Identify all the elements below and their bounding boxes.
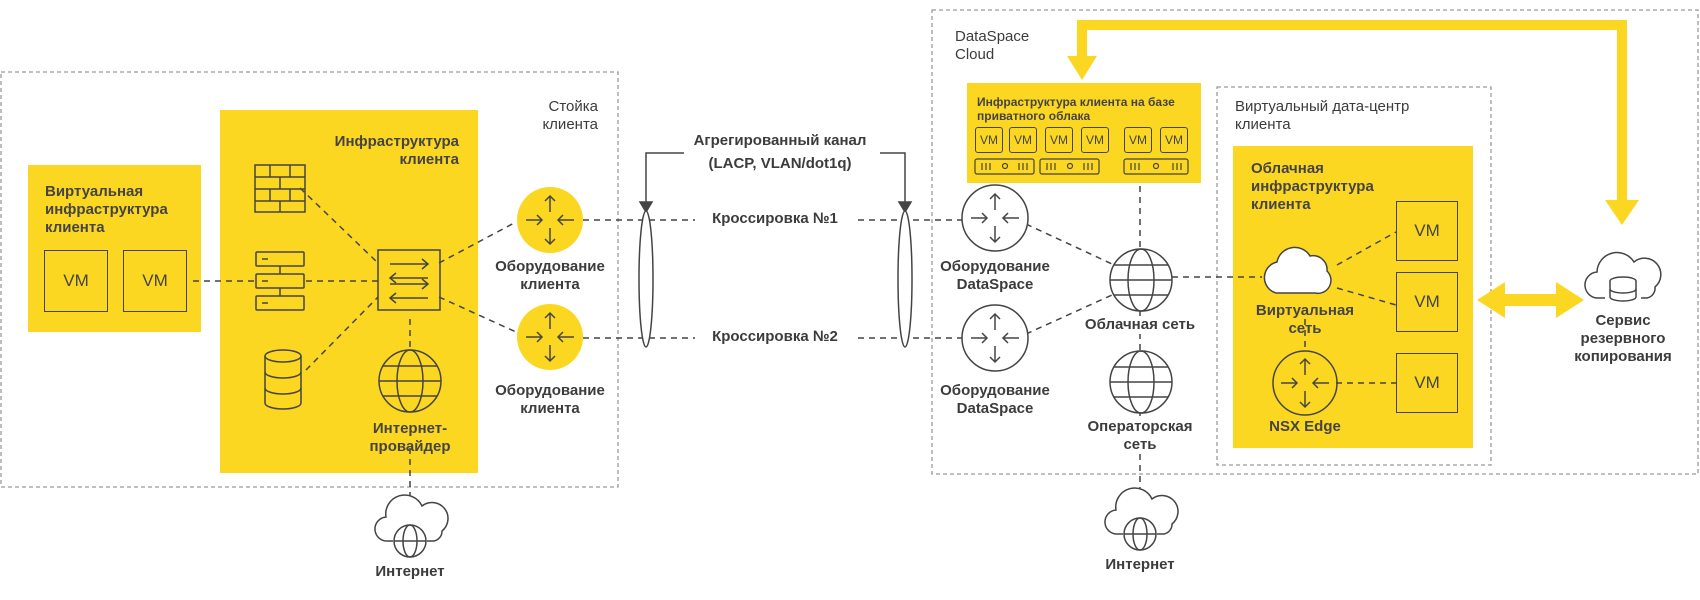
client-rack-title-line: клиента xyxy=(542,116,598,133)
client-rack-title-line: Стойка xyxy=(548,98,599,115)
backup-flow-arrow xyxy=(1067,20,1639,225)
dataspace-equipment-line: Оборудование xyxy=(940,258,1050,275)
dataspace-equipment-line: Оборудование xyxy=(940,382,1050,399)
internet-label-left: Интернет xyxy=(375,563,445,580)
firewall-icon xyxy=(254,164,306,213)
backup-service-label: Сервис резервного копирования xyxy=(1550,312,1696,366)
dataspace-equipment-line: DataSpace xyxy=(956,276,1034,293)
virtual-dc-label: Виртуальный дата-центр клиента xyxy=(1235,98,1475,134)
client-equipment-line: Оборудование xyxy=(495,258,605,275)
backup-service-line: резервного xyxy=(1580,330,1666,347)
client-infra-line: Инфраструктура xyxy=(334,133,459,150)
aggregation-brackets xyxy=(638,152,913,214)
nsx-edge-label: NSX Edge xyxy=(1269,418,1341,435)
vm-box: VM xyxy=(1124,127,1152,153)
router-icon-nsx-edge xyxy=(1272,350,1338,416)
virtual-infra-label: Виртуальная инфраструктура клиента xyxy=(45,183,195,237)
router-icon-dataspace-1 xyxy=(961,184,1029,252)
router-icon-dataspace-2 xyxy=(961,304,1029,372)
aggregated-channel-label: Агрегированный канал (LACP, VLAN/dot1q) xyxy=(660,132,900,173)
virtual-dc-line: Виртуальный дата-центр xyxy=(1235,98,1410,115)
cloud-network-label: Облачная сеть xyxy=(1070,316,1210,334)
client-rack-title: Стойка клиента xyxy=(480,98,598,134)
lacp-ellipse-right xyxy=(897,210,913,348)
dataspace-cloud-title-line: Cloud xyxy=(955,46,995,63)
cloud-infra-line: Облачная xyxy=(1251,160,1324,177)
backup-service-line: копирования xyxy=(1574,348,1672,365)
client-infra-line: клиента xyxy=(399,151,459,168)
cloud-infra-label: Облачная инфраструктура клиента xyxy=(1251,160,1401,214)
operator-network-line: Операторская xyxy=(1087,418,1193,435)
virtual-infra-line: инфраструктура xyxy=(45,201,168,218)
server-icon xyxy=(255,251,305,311)
dataspace-equipment-line: DataSpace xyxy=(956,400,1034,417)
dataspace-cloud-frame xyxy=(931,9,1699,475)
globe-icon-operator xyxy=(1109,350,1173,414)
client-equipment-2-label: Оборудование клиента xyxy=(478,382,622,418)
isp-label: Интернет- провайдер xyxy=(340,420,480,456)
dataspace-equipment-1-label: Оборудование DataSpace xyxy=(925,258,1065,294)
virtual-dc-frame xyxy=(1216,86,1492,466)
vm-box: VM xyxy=(975,127,1003,153)
isp-line: провайдер xyxy=(369,438,451,455)
vm-box: VM xyxy=(1045,127,1073,153)
globe-icon-isp xyxy=(378,349,442,413)
operator-network-line: сеть xyxy=(1123,436,1157,453)
vm-box: VM xyxy=(1396,201,1458,261)
cross-connect-2-label: Кроссировка №2 xyxy=(695,328,855,346)
lacp-ellipse-left xyxy=(638,210,654,348)
client-equipment-line: клиента xyxy=(520,400,580,417)
virtual-network-line: Виртуальная xyxy=(1255,302,1355,319)
virtual-network-line: сеть xyxy=(1288,320,1322,337)
client-equipment-1-label: Оборудование клиента xyxy=(478,258,622,294)
isp-line: Интернет- xyxy=(372,420,448,437)
vm-box: VM xyxy=(1396,353,1458,413)
cloud-infra-line: клиента xyxy=(1251,196,1311,213)
router-icon-client-1 xyxy=(517,187,583,253)
virtual-network-label: Виртуальная сеть xyxy=(1240,302,1370,338)
dataspace-equipment-2-label: Оборудование DataSpace xyxy=(925,382,1065,418)
vm-box: VM xyxy=(1081,127,1109,153)
database-icon xyxy=(264,349,302,410)
cross-connect-1-label: Кроссировка №1 xyxy=(695,210,855,228)
vm-box: VM xyxy=(1396,272,1458,332)
cloud-icon xyxy=(1263,246,1332,295)
client-infra-label: Инфраструктура клиента xyxy=(300,133,459,169)
cloud-infra-line: инфраструктура xyxy=(1251,178,1374,195)
virtual-infra-line: Виртуальная xyxy=(45,183,144,200)
client-infra-panel xyxy=(220,110,478,473)
double-arrow-icon xyxy=(1477,282,1584,318)
dataspace-cloud-title: DataSpace Cloud xyxy=(955,28,1075,64)
private-cloud-label: Инфраструктура клиента на базе приватног… xyxy=(977,95,1199,123)
vm-box: VM xyxy=(123,250,187,312)
virtual-dc-line: клиента xyxy=(1235,116,1291,133)
vm-box: VM xyxy=(1160,127,1188,153)
client-equipment-line: клиента xyxy=(520,276,580,293)
router-icon-client-2 xyxy=(517,304,583,370)
switch-icon xyxy=(377,249,441,311)
operator-network-label: Операторская сеть xyxy=(1070,418,1210,454)
aggregated-channel-line: Агрегированный канал xyxy=(693,132,867,149)
globe-icon-cloud-network xyxy=(1109,248,1173,312)
private-cloud-line: приватного облака xyxy=(977,109,1091,123)
server-icon-private xyxy=(974,158,1189,175)
cloud-database-icon xyxy=(1584,251,1662,302)
dataspace-cloud-title-line: DataSpace xyxy=(955,28,1030,45)
private-cloud-line: Инфраструктура клиента на базе xyxy=(977,95,1175,109)
client-equipment-line: Оборудование xyxy=(495,382,605,399)
aggregated-channel-line: (LACP, VLAN/dot1q) xyxy=(708,155,852,172)
virtual-infra-line: клиента xyxy=(45,219,105,236)
cloud-globe-icon-right xyxy=(1104,487,1179,551)
backup-service-line: Сервис xyxy=(1595,312,1651,329)
cloud-globe-icon-left xyxy=(374,494,449,558)
vm-box: VM xyxy=(1009,127,1037,153)
client-rack-frame xyxy=(0,71,619,488)
internet-label-right: Интернет xyxy=(1105,556,1175,573)
vm-box: VM xyxy=(44,250,108,312)
